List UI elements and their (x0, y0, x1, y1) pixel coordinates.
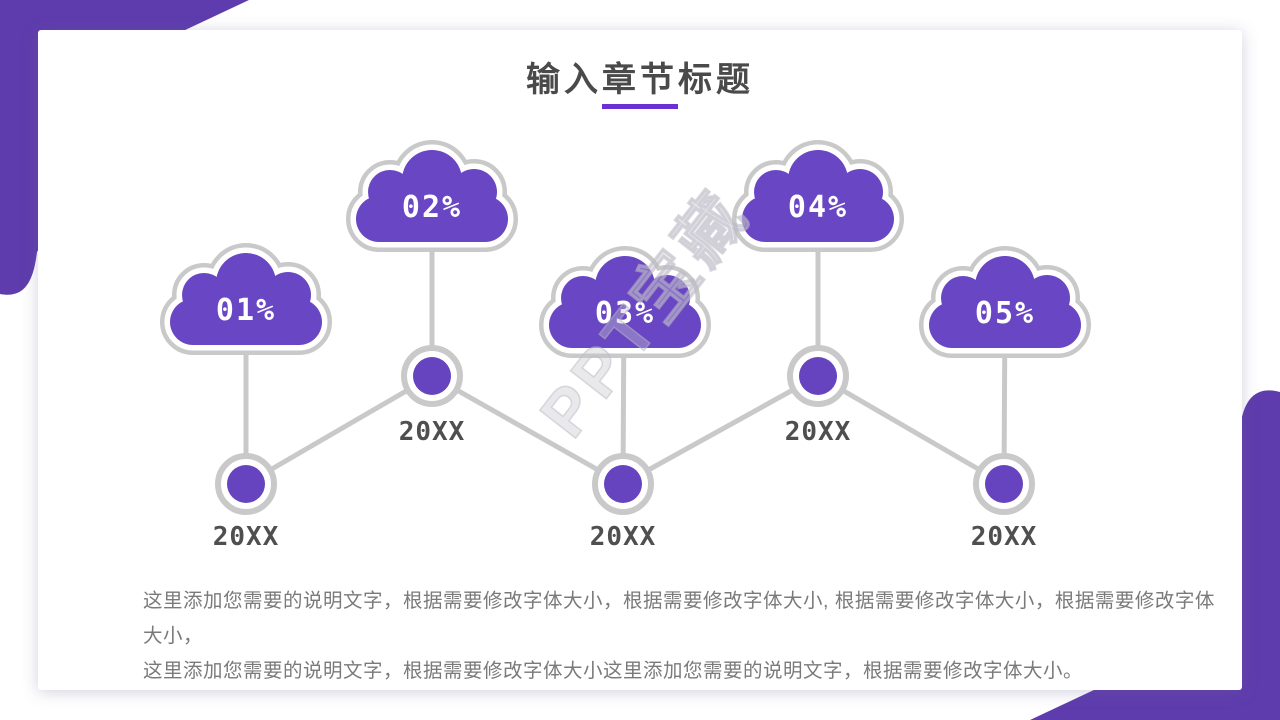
node-dot (604, 465, 642, 503)
percent-label: 03% (594, 295, 656, 331)
slide-title: 输入章节标题 (526, 61, 754, 99)
cloud-item-2: 02% (346, 140, 518, 252)
title-underline (602, 104, 678, 109)
cloud-item-4: 04% (732, 140, 904, 252)
percent-label: 01% (215, 292, 277, 328)
description-line-1: 这里添加您需要的说明文字，根据需要修改字体大小，根据需要修改字体大小, 根据需要… (143, 590, 1215, 647)
timeline-node-5 (973, 453, 1035, 515)
node-dot (413, 357, 451, 395)
year-label-5: 20XX (970, 522, 1038, 552)
cloud-item-3: 03% (539, 246, 711, 358)
slide-card (38, 30, 1242, 690)
year-label-3: 20XX (589, 522, 657, 552)
percent-label: 05% (974, 295, 1036, 331)
description-text: 这里添加您需要的说明文字，根据需要修改字体大小，根据需要修改字体大小, 根据需要… (143, 584, 1218, 689)
percent-label: 04% (787, 189, 849, 225)
timeline-node-2 (401, 345, 463, 407)
timeline-node-3 (592, 453, 654, 515)
timeline-node-4 (787, 345, 849, 407)
year-label-1: 20XX (212, 522, 280, 552)
cloud-item-5: 05% (919, 246, 1091, 358)
timeline-node-1 (215, 453, 277, 515)
node-dot (799, 357, 837, 395)
cloud-item-1: 01% (160, 243, 332, 355)
percent-label: 02% (401, 189, 463, 225)
description-line-2: 这里添加您需要的说明文字，根据需要修改字体大小这里添加您需要的说明文字，根据需要… (143, 660, 1084, 682)
node-dot (985, 465, 1023, 503)
year-label-4: 20XX (784, 417, 852, 447)
year-label-2: 20XX (398, 417, 466, 447)
node-dot (227, 465, 265, 503)
